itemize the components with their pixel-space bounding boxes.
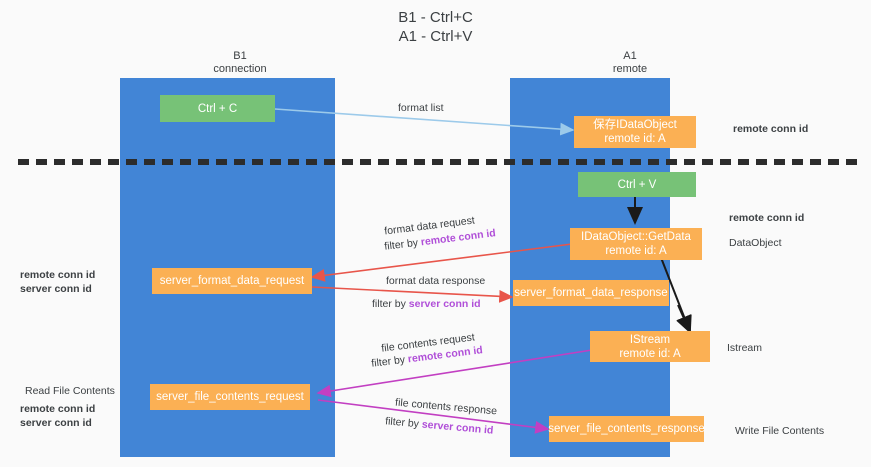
- box-istream-line1: IStream: [629, 333, 671, 346]
- box-save-idataobject-line1: 保存IDataObject: [593, 119, 677, 131]
- side-label-write-file-contents: Write File Contents: [735, 425, 825, 437]
- box-istream[interactable]: IStream remote id: A: [590, 331, 710, 362]
- filter-key-server-conn-id: server conn id: [408, 298, 481, 310]
- column-header-b1-role: connection: [213, 63, 267, 75]
- edge-label-format-data-response: format data response: [386, 275, 486, 287]
- edge-label-format-list: format list: [398, 102, 444, 114]
- box-server-file-contents-response-label: server_file_contents_response: [548, 423, 705, 435]
- box-ctrl-v-label: Ctrl + V: [617, 178, 657, 191]
- side-label-dataobject: DataObject: [729, 237, 782, 249]
- box-idataobject-getdata-line2: remote id: A: [605, 245, 667, 257]
- filter-key-server-conn-id: server conn id: [421, 418, 494, 437]
- side-label-remote-conn-id-top: remote conn id: [733, 123, 809, 135]
- box-server-file-contents-response[interactable]: server_file_contents_response: [548, 416, 705, 442]
- box-save-idataobject-line2: remote id: A: [604, 133, 666, 145]
- box-server-format-data-response[interactable]: server_format_data_response: [513, 280, 669, 306]
- filter-prefix: filter by: [384, 415, 423, 431]
- diagram-title-line1: B1 - Ctrl+C: [398, 9, 473, 26]
- side-label-left-server-conn-id-mid: server conn id: [20, 283, 92, 295]
- side-label-read-file-contents: Read File Contents: [25, 385, 115, 397]
- side-label-left-remote-conn-id-mid: remote conn id: [20, 269, 96, 281]
- box-ctrl-c[interactable]: Ctrl + C: [160, 95, 275, 122]
- side-label-left-remote-conn-id-bottom: remote conn id: [20, 403, 96, 415]
- edge-label-format-data-response-filter: filter by server conn id: [372, 297, 481, 311]
- box-ctrl-c-label: Ctrl + C: [197, 102, 238, 115]
- box-idataobject-getdata[interactable]: IDataObject::GetData remote id: A: [570, 228, 702, 260]
- box-server-format-data-request-label: server_format_data_request: [159, 275, 305, 287]
- side-label-remote-conn-id-mid: remote conn id: [729, 212, 805, 224]
- edge-label-file-contents-response-filter: filter by server conn id: [385, 414, 494, 437]
- filter-prefix: filter by: [372, 298, 409, 310]
- filter-prefix: filter by: [383, 236, 422, 253]
- box-idataobject-getdata-line1: IDataObject::GetData: [581, 231, 691, 243]
- edge-label-file-contents-response: file contents response: [394, 396, 498, 418]
- side-label-istream: Istream: [727, 342, 763, 354]
- box-server-format-data-request[interactable]: server_format_data_request: [152, 268, 312, 294]
- edge-format-data-response: [311, 286, 514, 303]
- column-header-a1-role: remote: [612, 63, 648, 75]
- filter-prefix: filter by: [370, 353, 409, 370]
- box-ctrl-v[interactable]: Ctrl + V: [578, 172, 696, 197]
- box-server-file-contents-request[interactable]: server_file_contents_request: [150, 384, 310, 410]
- box-server-file-contents-request-label: server_file_contents_request: [156, 391, 304, 403]
- edge-response-istream: [676, 304, 691, 334]
- diagram-title-line2: A1 - Ctrl+V: [398, 28, 473, 45]
- box-save-idataobject[interactable]: 保存IDataObject remote id: A: [574, 116, 696, 148]
- column-header-b1-name: B1: [233, 50, 247, 62]
- box-istream-line2: remote id: A: [619, 347, 681, 360]
- column-header-a1-name: A1: [623, 50, 637, 62]
- box-server-format-data-response-label: server_format_data_response: [514, 287, 668, 299]
- side-label-left-server-conn-id-bottom: server conn id: [20, 417, 92, 429]
